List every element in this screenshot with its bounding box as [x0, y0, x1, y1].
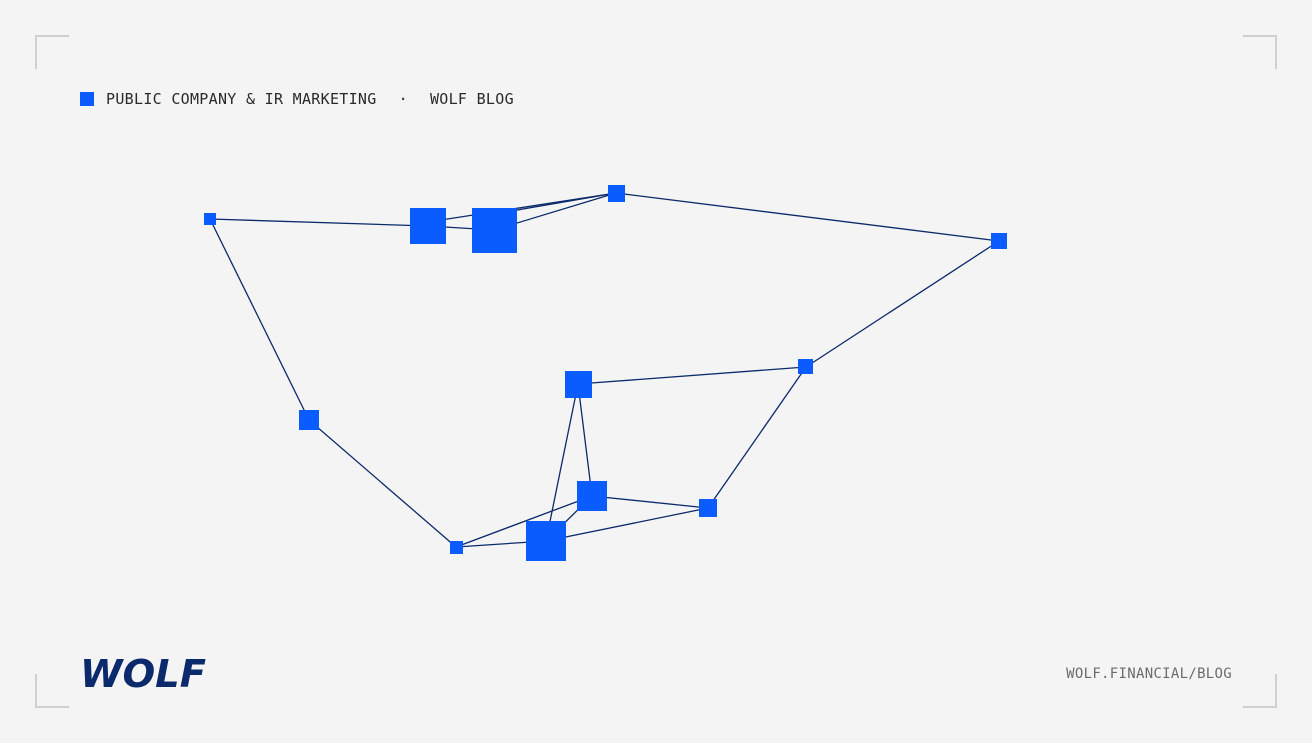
edge — [805, 240, 1000, 368]
node — [699, 499, 717, 517]
corner-bracket-top-left — [35, 35, 69, 69]
wolf-logo-icon: WOLF — [80, 655, 206, 691]
edge — [577, 383, 593, 497]
edge — [545, 383, 579, 542]
nodes — [204, 185, 1007, 561]
node — [204, 213, 216, 225]
header-separator: · — [398, 90, 408, 108]
node — [410, 208, 446, 244]
node — [577, 481, 607, 511]
footer-url[interactable]: WOLF.FINANCIAL/BLOG — [1066, 666, 1232, 682]
header: PUBLIC COMPANY & IR MARKETING · WOLF BLO… — [80, 90, 514, 108]
edge — [545, 507, 709, 542]
category-label: PUBLIC COMPANY & IR MARKETING — [106, 90, 377, 108]
corner-bracket-bottom-left — [35, 674, 69, 708]
node — [798, 359, 813, 374]
edge — [577, 366, 807, 385]
node — [565, 371, 592, 398]
node — [991, 233, 1007, 249]
node — [472, 208, 517, 253]
node — [526, 521, 566, 561]
corner-bracket-bottom-right — [1243, 674, 1277, 708]
edge — [455, 495, 593, 548]
edge — [209, 218, 310, 421]
edge — [209, 218, 429, 227]
blog-label: WOLF BLOG — [429, 90, 514, 108]
node — [299, 410, 319, 430]
node — [608, 185, 625, 202]
edge — [615, 192, 1000, 242]
logo-text: WOLF — [80, 655, 206, 691]
corner-bracket-top-right — [1243, 35, 1277, 69]
node — [450, 541, 463, 554]
edge — [591, 495, 709, 509]
edge — [308, 419, 457, 548]
blue-square-icon — [80, 92, 94, 106]
edge — [707, 366, 807, 509]
